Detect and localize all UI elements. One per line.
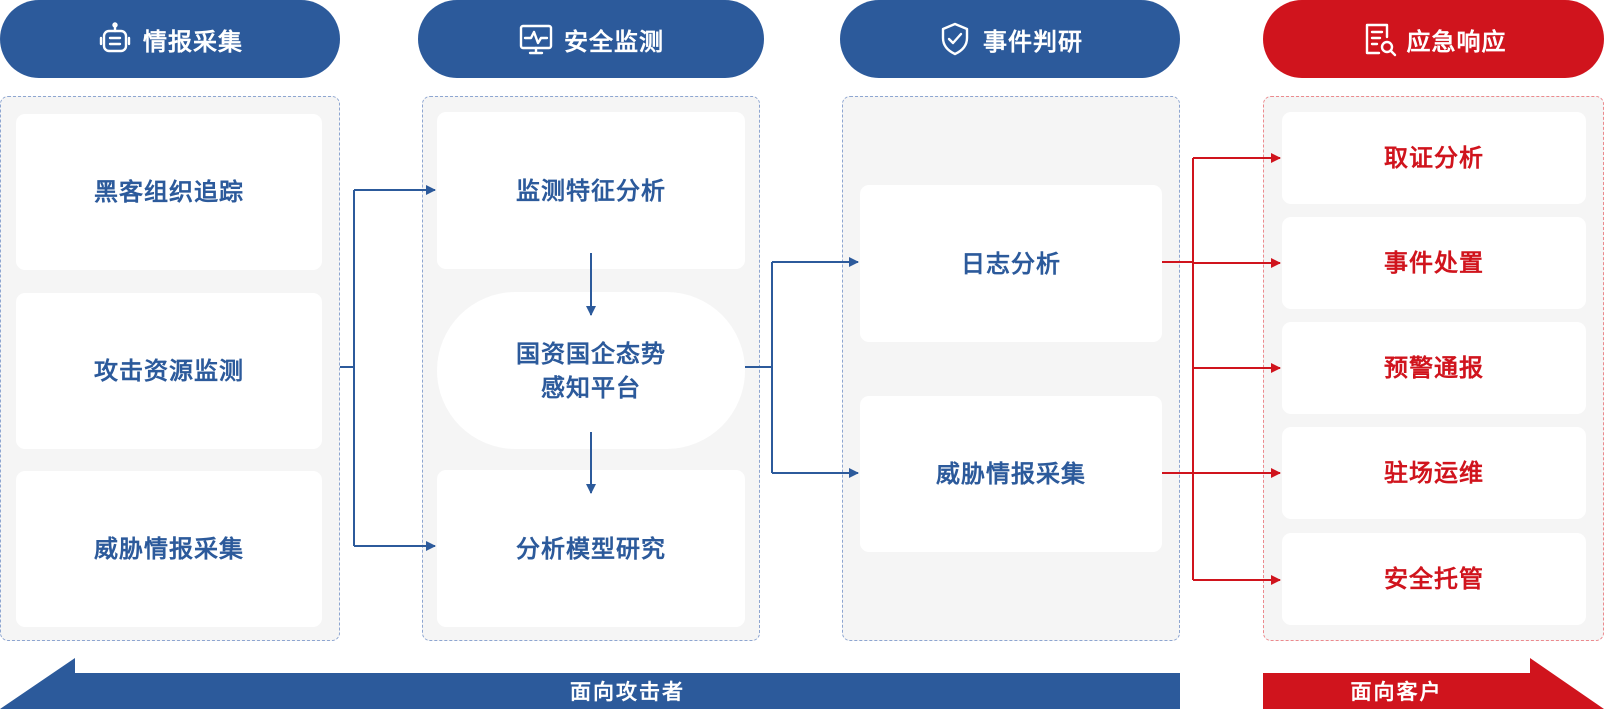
banner-arrow-attacker [0, 658, 1180, 709]
header-intelligence-collection: 情报采集 [0, 0, 340, 78]
card-threat-intel-analysis: 威胁情报采集 [860, 396, 1162, 552]
header-event-analysis: 事件判研 [840, 0, 1180, 78]
banner-customer-label: 面向客户 [1350, 680, 1443, 704]
card-attack-resource-monitoring: 攻击资源监测 [16, 293, 322, 449]
header-emergency-response: 应急响应 [1263, 0, 1604, 78]
card-security-hosting: 安全托管 [1282, 533, 1586, 625]
card-threat-intel-collection: 威胁情报采集 [16, 471, 322, 627]
card-forensic-analysis: 取证分析 [1282, 112, 1586, 204]
document-search-icon [1361, 21, 1397, 57]
card-early-warning: 预警通报 [1282, 322, 1586, 414]
card-incident-handling: 事件处置 [1282, 217, 1586, 309]
card-analysis-model-research: 分析模型研究 [437, 470, 745, 627]
header-label: 安全监测 [564, 27, 664, 56]
banner-arrow-customer [1263, 658, 1604, 709]
banner-attacker-label: 面向攻击者 [570, 680, 685, 704]
header-security-monitoring: 安全监测 [418, 0, 764, 78]
card-log-analysis: 日志分析 [860, 185, 1162, 342]
card-situational-awareness-platform: 国资国企态势 感知平台 [437, 292, 745, 449]
robot-icon [97, 21, 133, 57]
header-label: 事件判研 [983, 27, 1083, 56]
card-onsite-operations: 驻场运维 [1282, 427, 1586, 519]
monitor-pulse-icon [518, 21, 554, 57]
card-hacker-tracking: 黑客组织追踪 [16, 114, 322, 270]
card-monitoring-feature-analysis: 监测特征分析 [437, 112, 745, 269]
header-label: 情报采集 [143, 27, 243, 56]
header-label: 应急响应 [1406, 27, 1507, 56]
shield-check-icon [937, 21, 973, 57]
